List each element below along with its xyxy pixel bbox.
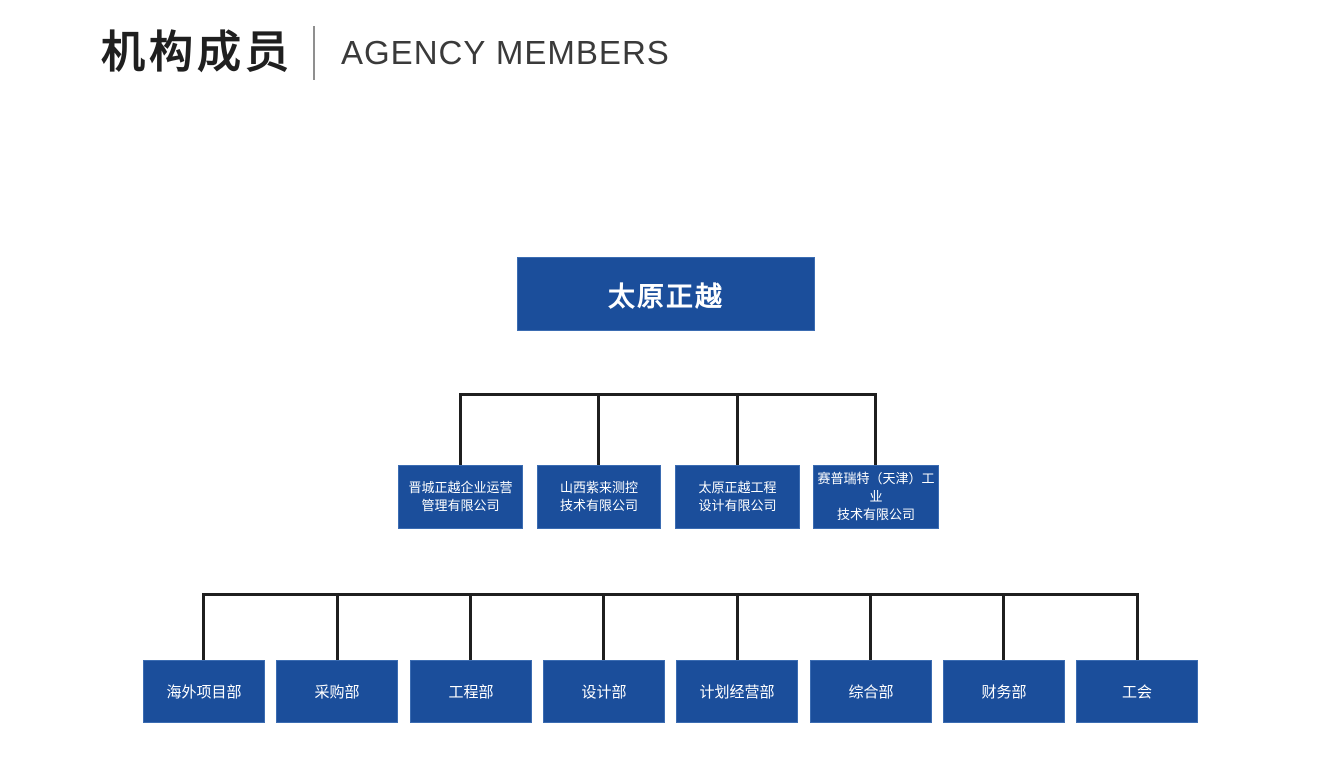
- org-node-company-3: 太原正越工程 设计有限公司: [675, 465, 800, 529]
- org-node-dept-labor-union: 工会: [1076, 660, 1198, 723]
- connector-tier1-drop-2: [597, 393, 600, 465]
- org-root-label: 太原正越: [608, 281, 724, 312]
- connector-tier2-drop-4: [602, 593, 605, 660]
- company-3-line1: 太原正越工程: [698, 480, 777, 495]
- title-divider: [313, 26, 315, 80]
- org-node-dept-overseas-projects: 海外项目部: [143, 660, 265, 723]
- dept-label: 工程部: [448, 684, 494, 701]
- connector-tier2-drop-2: [336, 593, 339, 660]
- org-node-dept-finance: 财务部: [943, 660, 1065, 723]
- org-node-dept-planning-operations: 计划经营部: [676, 660, 798, 723]
- org-node-dept-design: 设计部: [543, 660, 665, 723]
- connector-tier2-drop-3: [469, 593, 472, 660]
- dept-label: 财务部: [981, 684, 1027, 701]
- company-1-line2: 管理有限公司: [421, 498, 500, 513]
- connector-tier2-drop-6: [869, 593, 872, 660]
- org-node-dept-procurement: 采购部: [276, 660, 398, 723]
- org-root-node: 太原正越: [517, 257, 815, 331]
- company-2-line2: 技术有限公司: [559, 498, 638, 513]
- page-title-en: AGENCY MEMBERS: [341, 34, 670, 71]
- connector-tier2-drop-1: [202, 593, 205, 660]
- company-4-line2: 技术有限公司: [836, 507, 915, 522]
- company-3-line2: 设计有限公司: [698, 498, 777, 513]
- connector-tier1-drop-1: [459, 393, 462, 465]
- org-node-dept-engineering: 工程部: [410, 660, 532, 723]
- dept-label: 工会: [1121, 684, 1152, 701]
- org-node-company-4: 赛普瑞特（天津）工业 技术有限公司: [813, 465, 939, 529]
- dept-label: 计划经营部: [699, 684, 775, 701]
- company-4-line1: 赛普瑞特（天津）工业: [817, 471, 935, 504]
- connector-tier1-drop-3: [736, 393, 739, 465]
- dept-label: 综合部: [848, 684, 894, 701]
- connector-tier2-rail: [202, 593, 1139, 596]
- connector-tier2-drop-5: [736, 593, 739, 660]
- connector-tier2-drop-7: [1002, 593, 1005, 660]
- page-title-cn: 机构成员: [101, 28, 293, 77]
- page-header: 机构成员 AGENCY MEMBERS: [101, 24, 670, 82]
- dept-label: 设计部: [581, 684, 627, 701]
- connector-tier1-drop-4: [874, 393, 877, 465]
- dept-label: 海外项目部: [166, 684, 242, 701]
- org-node-company-1: 晋城正越企业运营 管理有限公司: [398, 465, 523, 529]
- org-node-company-2: 山西紫来测控 技术有限公司: [537, 465, 661, 529]
- dept-label: 采购部: [314, 684, 360, 701]
- connector-tier2-drop-8: [1136, 593, 1139, 660]
- connector-tier1-rail: [459, 393, 877, 396]
- company-2-line1: 山西紫来测控: [559, 480, 638, 495]
- company-1-line1: 晋城正越企业运营: [408, 480, 513, 495]
- org-node-dept-general-affairs: 综合部: [810, 660, 932, 723]
